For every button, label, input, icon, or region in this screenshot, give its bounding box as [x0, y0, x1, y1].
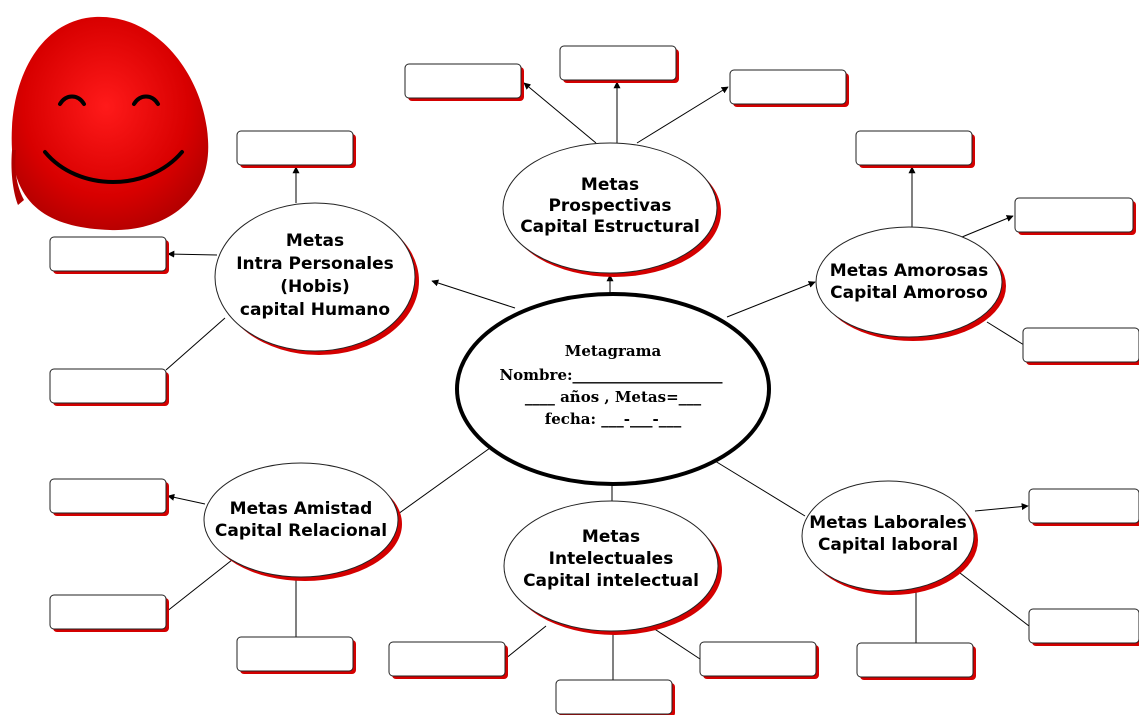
connector-arrow: [974, 503, 1029, 512]
center-date-field: fecha: ___-___-___: [545, 410, 682, 428]
box-intelectuales-right[interactable]: [699, 641, 819, 679]
bubble-label: Metas: [286, 231, 344, 251]
box-frame: [49, 368, 167, 404]
box-amistad-top[interactable]: [49, 478, 169, 516]
box-laborales-top[interactable]: [1028, 488, 1139, 526]
box-frame: [1022, 327, 1139, 363]
connector-arrow: [167, 493, 206, 505]
box-frame: [699, 641, 817, 677]
box-frame: [855, 130, 973, 166]
connector-line: [714, 460, 806, 517]
connector-lines: [165, 81, 1030, 680]
box-amorosas-right[interactable]: [1014, 197, 1136, 235]
box-amorosas-bottom[interactable]: [1022, 327, 1139, 365]
box-frame: [49, 594, 167, 630]
connector-line: [649, 625, 701, 660]
box-frame: [1028, 488, 1139, 524]
box-frame: [49, 478, 167, 514]
box-intra-bottom[interactable]: [49, 368, 169, 406]
box-frame: [236, 130, 354, 166]
bubble-outline: [503, 500, 719, 632]
bubble-label: Metas Amorosas: [830, 261, 988, 281]
bubble-label: Metas Amistad: [230, 499, 373, 519]
bubble-label: Prospectivas: [548, 196, 671, 216]
bubble-label: Capital intelectual: [523, 571, 699, 591]
box-amistad-bottom[interactable]: [236, 636, 356, 674]
connector-arrow: [431, 279, 516, 309]
connector-arrow: [961, 215, 1014, 238]
bubble-label: Metas: [582, 527, 640, 547]
box-frame: [236, 636, 354, 672]
connector-arrow: [726, 281, 816, 318]
box-frame: [1028, 608, 1139, 644]
box-frame: [559, 45, 677, 81]
bubble-label: Metas: [581, 175, 639, 195]
bubble-label: Intelectuales: [549, 549, 674, 569]
bubble-label: (Hobis): [280, 277, 350, 297]
center-name-field: Nombre:____________________: [499, 366, 723, 384]
connector-line: [986, 321, 1025, 346]
connector-line: [165, 317, 226, 371]
box-frame: [388, 641, 506, 677]
connector-line: [959, 572, 1030, 627]
box-frame: [1014, 197, 1134, 233]
box-intelectuales-bottom[interactable]: [555, 679, 675, 715]
bubble-label: Capital laboral: [818, 535, 958, 555]
metagrama-center: Metagrama Nombre:____________________ __…: [455, 292, 771, 486]
bubble-outline: [502, 142, 718, 274]
center-age-goals-field: ____ años , Metas=___: [525, 388, 702, 406]
bubble-label: capital Humano: [240, 300, 390, 320]
box-amistad-left[interactable]: [49, 594, 169, 632]
box-intelectuales-left[interactable]: [388, 641, 508, 679]
connector-arrow: [636, 86, 729, 144]
box-frame: [729, 69, 847, 105]
box-intra-top[interactable]: [236, 130, 356, 168]
connector-line: [504, 625, 547, 660]
smiling-red-face-icon: [11, 16, 209, 231]
bubble-outline: [214, 202, 416, 352]
box-frame: [404, 63, 522, 99]
box-prospectivas-top[interactable]: [559, 45, 679, 83]
goal-boxes: [49, 45, 1139, 715]
box-laborales-right[interactable]: [1028, 608, 1139, 646]
bubble-label: Metas Laborales: [809, 513, 967, 533]
box-amorosas-top[interactable]: [855, 130, 975, 168]
bubble-outline: [801, 480, 975, 592]
connector-arrow: [167, 250, 218, 258]
center-title: Metagrama: [565, 342, 662, 360]
box-laborales-bottom[interactable]: [856, 642, 976, 680]
box-frame: [555, 679, 673, 715]
box-intra-left[interactable]: [49, 236, 169, 274]
bubble-label: Capital Amoroso: [830, 283, 988, 303]
bubble-outline: [815, 226, 1003, 338]
box-prospectivas-left[interactable]: [404, 63, 524, 101]
bubble-label: Capital Relacional: [215, 521, 387, 541]
connector-line: [397, 447, 491, 515]
connector-arrow: [523, 82, 597, 144]
box-prospectivas-right[interactable]: [729, 69, 849, 107]
bubble-label: Intra Personales: [236, 254, 394, 274]
box-frame: [49, 236, 167, 272]
box-frame: [856, 642, 974, 678]
bubble-label: Capital Estructural: [520, 217, 700, 237]
bubble-outline: [203, 462, 399, 578]
connector-line: [165, 559, 233, 613]
